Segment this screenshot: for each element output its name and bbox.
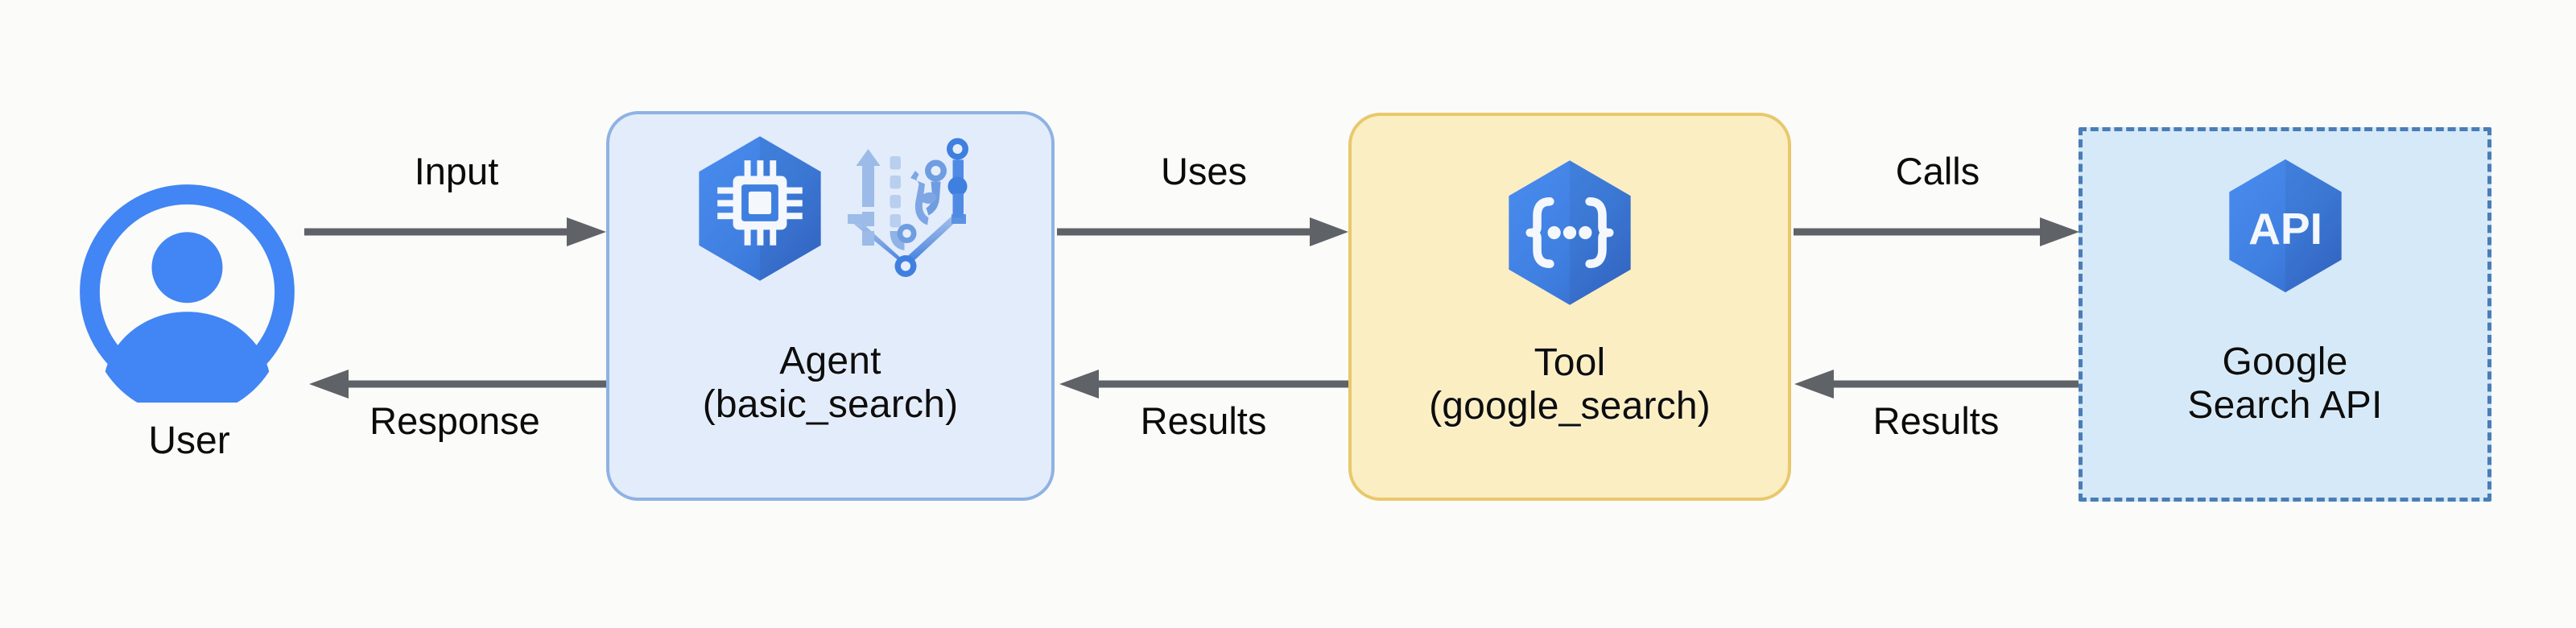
edge-input-arrow (304, 216, 609, 248)
cpu-hexagon-icon (687, 132, 832, 285)
edge-label-calls: Calls (1895, 150, 1980, 192)
api-hexagon-label: API (2248, 204, 2322, 254)
user-label: User (148, 419, 230, 462)
node-google-search-api[interactable]: API Google Search API (2079, 127, 2491, 502)
edge-calls-arrow (1794, 216, 2082, 248)
node-api-subtitle: Search API (2187, 383, 2383, 427)
node-api-caption: Google Search API (2083, 341, 2487, 428)
node-agent-title: Agent (779, 340, 881, 382)
node-api-title: Google (2222, 341, 2348, 383)
edge-label-input: Input (414, 150, 499, 192)
api-hexagon-icon: API (2219, 155, 2351, 296)
node-tool[interactable]: Tool (google_search) (1348, 113, 1791, 501)
agent-icon-group (609, 132, 1051, 285)
edge-tool-results-arrow (1059, 368, 1351, 400)
node-agent-caption: Agent (basic_search) (609, 340, 1051, 427)
user-avatar-icon (76, 181, 298, 417)
edge-response-arrow (308, 368, 608, 400)
node-agent[interactable]: Agent (basic_search) (606, 111, 1055, 501)
edge-label-response: Response (369, 399, 540, 442)
edge-label-uses: Uses (1160, 150, 1248, 192)
node-tool-subtitle: (google_search) (1429, 384, 1711, 428)
node-tool-caption: Tool (google_search) (1352, 341, 1788, 428)
edge-api-results-arrow (1794, 368, 2080, 400)
edge-uses-arrow (1057, 216, 1351, 248)
node-tool-title: Tool (1534, 341, 1606, 384)
edge-label-tool-results: Results (1140, 399, 1267, 442)
code-braces-hexagon-icon (1497, 156, 1642, 309)
node-agent-subtitle: (basic_search) (702, 382, 959, 426)
edge-label-api-results: Results (1872, 399, 2000, 442)
agent-workflow-icon (840, 134, 973, 283)
